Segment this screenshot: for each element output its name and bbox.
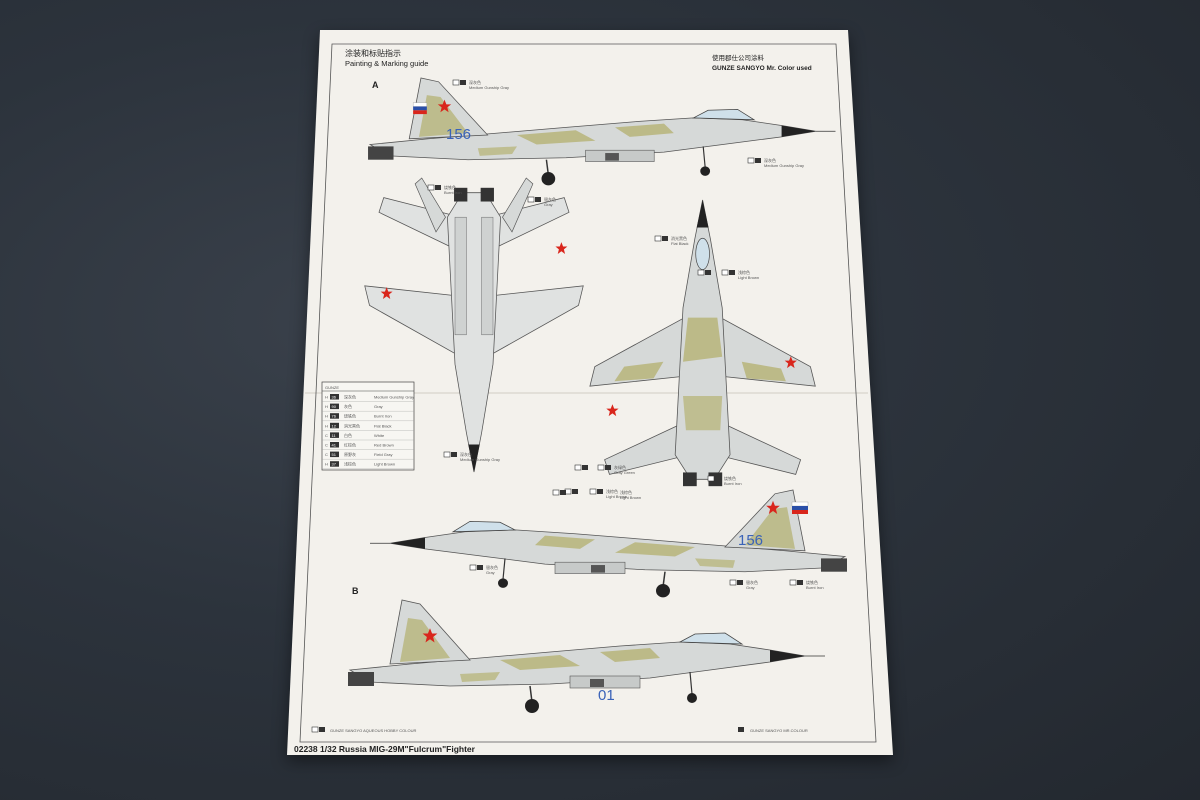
callout-topside: 消光黑色 Flat Black 浅棕色 Light Brown 灰绿色 Gray… xyxy=(564,235,759,499)
legend-swatch xyxy=(330,413,339,419)
svg-text:烧铁色: 烧铁色 xyxy=(724,475,736,481)
legend-row: C 51 原野灰 Field Gray xyxy=(322,451,414,460)
callout-a-mirror: 浅棕色 Light Brown 银灰色 Gray 银灰色 Gray 烧铁色 Bu… xyxy=(469,489,824,590)
legend-code: H xyxy=(325,462,328,467)
svg-text:灰绿色: 灰绿色 xyxy=(614,464,626,470)
svg-text:浅棕色: 浅棕色 xyxy=(620,489,632,495)
sheet-border xyxy=(299,43,877,743)
svg-text:深灰色: 深灰色 xyxy=(469,79,481,85)
svg-text:Gray Green: Gray Green xyxy=(614,470,635,475)
legend-swatch xyxy=(330,422,339,429)
legend-row: C 41 红棕色 Red Brown xyxy=(322,442,414,450)
profile-a-mirror-markings: 156 xyxy=(738,500,809,549)
svg-text:GUNZE: GUNZE xyxy=(325,385,339,390)
legend-row: H 12 消光黑色 Flat Black xyxy=(322,422,414,431)
legend-cn: 消光黑色 xyxy=(344,422,360,428)
legend-row: H 36 深灰色 Medium Gunship Gray xyxy=(322,394,414,402)
svg-text:浅棕色: 浅棕色 xyxy=(606,488,618,494)
legend-number: 76 xyxy=(332,414,337,419)
svg-text:消光黑色: 消光黑色 xyxy=(671,235,687,241)
legend-code: H xyxy=(325,395,328,400)
legend-code: H xyxy=(325,423,328,428)
legend-swatch xyxy=(330,461,339,467)
legend-row: C 11 白色 White xyxy=(322,432,414,441)
callout-a-top: 深灰色 Medium Gunship Gray 深灰色 Medium Gunsh… xyxy=(452,79,804,168)
legend-en: Flat Black xyxy=(374,423,392,428)
svg-text:Burnt Iron: Burnt Iron xyxy=(806,585,824,590)
svg-text:烧铁色: 烧铁色 xyxy=(444,184,456,190)
legend-number: 12 xyxy=(332,423,337,428)
legend-number: 41 xyxy=(332,443,337,448)
legend-swatch xyxy=(330,432,339,438)
footer-mrcolour: GUNZE SANGYO MR.COLOUR xyxy=(750,728,808,733)
legend-en: Gray xyxy=(374,404,383,409)
footer-color-key: GUNZE SANGYO AQUEOUS HOBBY COLOUR GUNZE … xyxy=(311,726,808,733)
legend-number: 37 xyxy=(332,462,337,467)
scheme-a-number: 156 xyxy=(446,126,471,143)
svg-text:Medium Gunship Gray: Medium Gunship Gray xyxy=(460,457,500,462)
footer-aqueous: GUNZE SANGYO AQUEOUS HOBBY COLOUR xyxy=(330,728,417,733)
legend-cn: 浅棕色 xyxy=(344,461,356,467)
legend-number: 90 xyxy=(332,404,337,409)
legend-code: C xyxy=(325,452,328,457)
legend-cn: 灰色 xyxy=(344,403,352,409)
legend-swatch xyxy=(330,394,339,400)
legend-cn: 白色 xyxy=(344,432,352,438)
svg-text:深灰色: 深灰色 xyxy=(460,451,472,457)
scheme-b-number: 01 xyxy=(598,687,615,704)
svg-text:Light Brown: Light Brown xyxy=(620,495,641,500)
legend-swatch xyxy=(330,451,339,458)
colors-en: GUNZE SANGYO Mr. Color used xyxy=(712,65,812,72)
legend-swatch xyxy=(330,442,339,448)
legend-swatch xyxy=(330,403,339,410)
svg-text:烧铁色: 烧铁色 xyxy=(806,579,818,585)
svg-text:深灰色: 深灰色 xyxy=(764,157,776,163)
legend-en: Light Brown xyxy=(374,462,395,467)
svg-text:Gray: Gray xyxy=(486,570,495,575)
legend-en: Red Brown xyxy=(374,443,394,448)
svg-text:Light Brown: Light Brown xyxy=(606,494,627,499)
profile-a-side-view xyxy=(367,77,837,187)
scheme-a-label: A xyxy=(372,80,379,90)
svg-text:银灰色: 银灰色 xyxy=(746,579,758,585)
legend-code: C xyxy=(325,433,328,438)
legend-number: 11 xyxy=(332,433,337,438)
callout-underside: 烧铁色 Burnt Iron 银灰色 Gray 深灰色 Medium Gunsh… xyxy=(427,184,556,462)
scheme-a-mirror-number: 156 xyxy=(738,532,763,549)
legend-cn: 深灰色 xyxy=(344,394,356,400)
svg-text:浅棕色: 浅棕色 xyxy=(738,269,750,275)
legend-row: H 76 烧铁色 Burnt Iron xyxy=(322,413,414,421)
legend-cn: 红棕色 xyxy=(344,442,356,448)
svg-text:Burnt Iron: Burnt Iron xyxy=(724,481,742,486)
svg-text:银灰色: 银灰色 xyxy=(486,564,498,570)
colors-cn: 使用郡仕公司涂料 xyxy=(712,53,765,62)
svg-text:Gray: Gray xyxy=(746,585,755,590)
kit-title: 02238 1/32 Russia MIG-29M"Fulcrum"Fighte… xyxy=(294,744,476,754)
legend-en: Burnt Iron xyxy=(374,414,392,419)
legend-en: Field Gray xyxy=(374,452,392,457)
legend-cn: 原野灰 xyxy=(344,451,356,457)
legend-en: Medium Gunship Gray xyxy=(374,395,414,400)
svg-text:Medium Gunship Gray: Medium Gunship Gray xyxy=(764,163,804,168)
svg-text:银灰色: 银灰色 xyxy=(544,196,556,202)
legend-code: H xyxy=(325,404,328,409)
title-cn: 涂装和标贴指示 xyxy=(345,48,401,58)
svg-text:Medium Gunship Gray: Medium Gunship Gray xyxy=(469,85,509,90)
legend-row: H 90 灰色 Gray xyxy=(322,403,414,412)
legend-en: White xyxy=(374,433,385,438)
scheme-b-label: B xyxy=(352,586,359,596)
legend-code: H xyxy=(325,414,328,419)
legend-row: H 37 浅棕色 Light Brown xyxy=(322,461,414,469)
legend-number: 36 xyxy=(332,395,337,400)
legend-cn: 烧铁色 xyxy=(344,413,356,419)
title-en: Painting & Marking guide xyxy=(345,59,428,68)
legend-number: 51 xyxy=(332,452,337,457)
legend-code: C xyxy=(325,443,328,448)
svg-text:Light Brown: Light Brown xyxy=(738,275,759,280)
svg-text:Gray: Gray xyxy=(544,202,553,207)
svg-text:Burnt Iron: Burnt Iron xyxy=(444,190,462,195)
svg-text:Flat Black: Flat Black xyxy=(671,241,689,246)
